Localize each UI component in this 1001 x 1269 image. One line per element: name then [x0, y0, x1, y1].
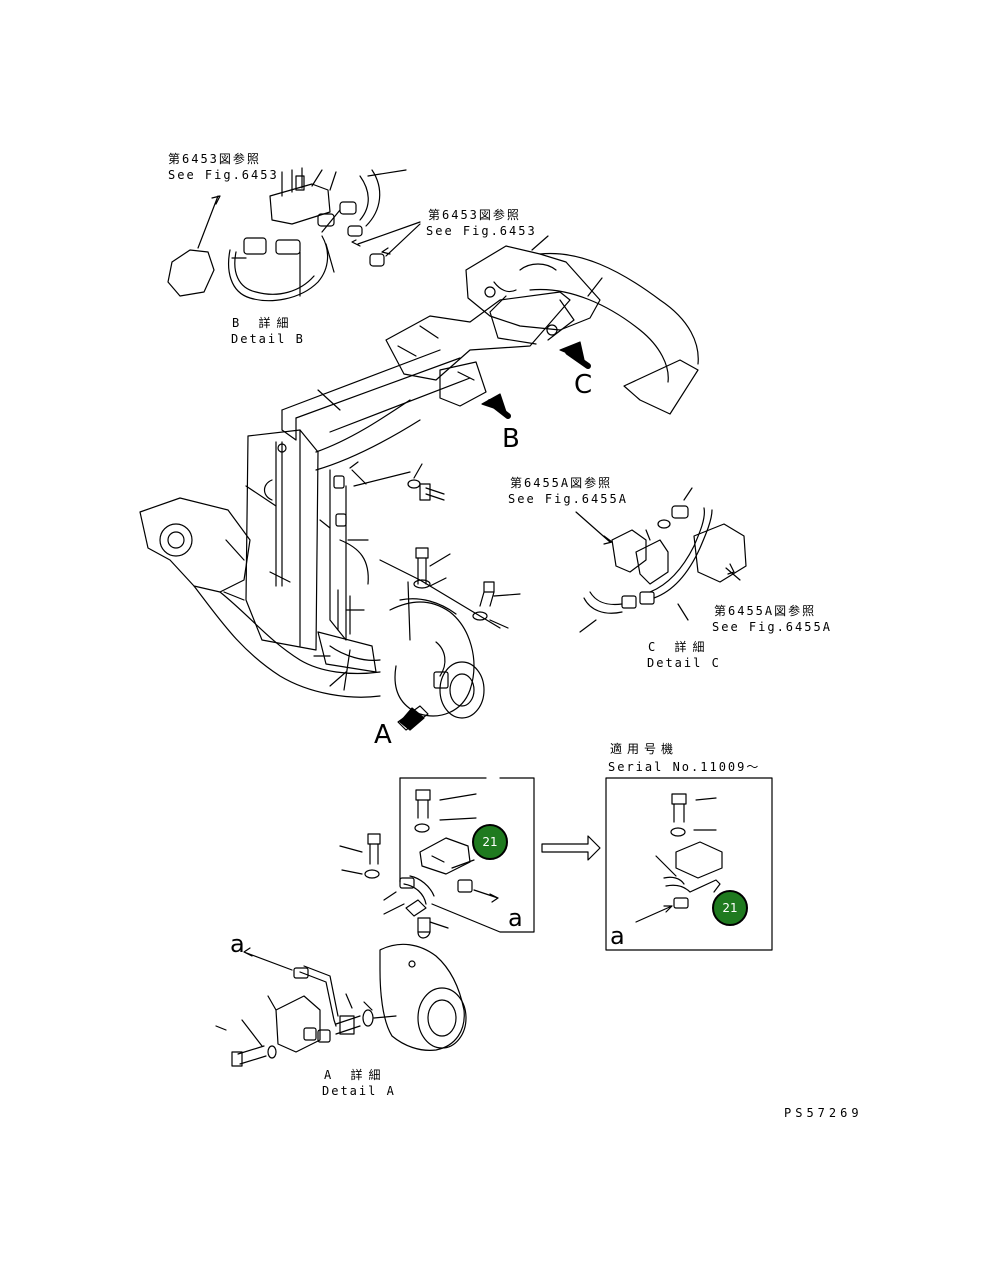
connection-mark-a-left: a [508, 904, 523, 932]
detail-c-jp: C 詳細 [648, 640, 711, 654]
detail-b-drawing [167, 167, 421, 302]
ref-6453-top-en: See Fig.6453 [168, 168, 279, 182]
ref-6453-mid-jp: 第6453図参照 [428, 208, 521, 222]
serial-en: Serial No.11009～ [608, 760, 761, 774]
detail-c-drawing [575, 487, 747, 633]
part-badge-21-right: 21 [712, 890, 748, 926]
main-assembly-drawing [139, 235, 699, 731]
view-letter-b: B [502, 424, 520, 454]
ref-6453-mid-en: See Fig.6453 [426, 224, 537, 238]
detail-b-jp: B 詳細 [232, 316, 295, 330]
drawing-number: PS57269 [784, 1106, 863, 1120]
connection-mark-a-detail: a [230, 930, 245, 958]
connection-mark-a-right: a [610, 922, 625, 950]
detail-a-jp: A 詳細 [324, 1068, 387, 1082]
ref-6455a-right-en: See Fig.6455A [712, 620, 832, 634]
ref-6455a-left-jp: 第6455A図参照 [510, 476, 613, 490]
view-letter-c: C [574, 370, 593, 400]
serial-jp: 適用号機 [610, 742, 679, 756]
view-letter-a: A [374, 720, 392, 750]
ref-6455a-left-en: See Fig.6455A [508, 492, 628, 506]
detail-a-en: Detail A [322, 1084, 396, 1098]
ref-6453-top-jp: 第6453図参照 [168, 152, 261, 166]
detail-a-drawing [215, 777, 773, 1067]
detail-c-en: Detail C [647, 656, 721, 670]
part-badge-21-left: 21 [472, 824, 508, 860]
detail-b-en: Detail B [231, 332, 305, 346]
ref-6455a-right-jp: 第6455A図参照 [714, 604, 817, 618]
